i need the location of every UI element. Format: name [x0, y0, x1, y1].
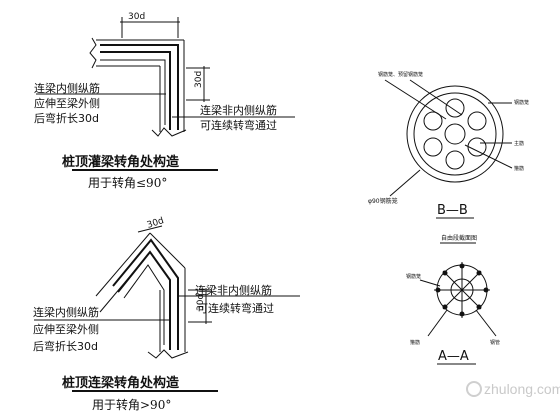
beam-edge	[95, 232, 151, 297]
dim-line	[137, 225, 163, 233]
inner-label-1: 连梁内侧纵筋	[34, 81, 100, 95]
watermark: zhulong.com	[466, 381, 560, 397]
inner-label-2: 应伸至梁外侧	[34, 96, 100, 110]
label-r1: 钢筋笼	[514, 99, 529, 106]
leader-line	[419, 279, 441, 287]
corner-edge	[149, 232, 186, 269]
detail-top-title: 桩顶灌梁转角处构造	[62, 154, 180, 170]
break-mark	[147, 349, 189, 359]
detail-bottom-title: 桩顶连梁转角处构造	[62, 375, 180, 391]
detail-top-subtitle: 用于转角≤90°	[88, 175, 167, 190]
inner-label-3: 后弯折长30d	[34, 111, 99, 125]
section-bb-title: B—B	[437, 203, 468, 218]
break-mark	[151, 127, 187, 137]
pile-outline	[406, 85, 504, 183]
section-aa-title: A—A	[438, 349, 469, 364]
inner-label-3: 后弯折长30d	[33, 339, 98, 353]
stirrup-ring	[413, 92, 497, 176]
watermark-text: zhulong.com	[484, 381, 560, 397]
section-bb: 钢筋笼、预留钢筋笼 钢筋笼 主筋 箍筋 φ90钢筋笼 B—B	[368, 71, 529, 219]
spoke	[442, 270, 482, 310]
leader-line	[409, 79, 463, 116]
detail-bottom: 30d 30d 连梁非内侧纵筋 可连续转弯通过 连梁内侧纵筋 应伸至梁外侧 后弯…	[33, 216, 300, 412]
main-bar	[423, 137, 443, 157]
label-bl: φ90钢筋笼	[368, 197, 398, 205]
label-tl: 钢筋笼、预留钢筋笼	[378, 71, 423, 78]
dim-30d-top: 30d	[146, 216, 165, 231]
main-bar	[423, 111, 443, 131]
label-r3: 箍筋	[514, 165, 524, 172]
label-r2: 主筋	[514, 140, 524, 147]
detail-bottom-subtitle: 用于转角>90°	[92, 397, 171, 412]
outer-label-1: 连梁非内侧纵筋	[200, 103, 277, 117]
inner-label-2: 应伸至梁外侧	[33, 322, 99, 336]
break-mark	[89, 37, 97, 69]
outer-label-2: 可连续转弯通过	[200, 118, 277, 132]
main-bar	[445, 98, 465, 118]
main-bar	[445, 150, 465, 170]
inner-rebar	[123, 264, 165, 345]
section-aa-caption: 自由段截面图	[441, 234, 477, 242]
outer-rebar	[112, 238, 179, 350]
dim-30d-side: 30d	[196, 294, 206, 311]
leader-line	[384, 79, 447, 120]
outer-label-2: 可连续转弯通过	[197, 301, 274, 315]
inner-label-1: 连梁内侧纵筋	[33, 305, 99, 319]
label-br: 钢管	[490, 339, 500, 346]
outer-rebar	[100, 44, 179, 130]
detail-top: 30d 30d 连梁内侧纵筋 应伸至梁外侧 后弯折长30d 连梁非内侧纵筋 可连…	[34, 12, 295, 190]
leader-line	[475, 309, 497, 337]
leader-line	[427, 309, 448, 337]
inner-rebar	[100, 59, 166, 125]
leader-line	[464, 144, 513, 169]
dim-30d-top: 30d	[128, 12, 145, 22]
outer-label-1: 连梁非内侧纵筋	[195, 283, 272, 297]
label-l: 钢筋笼	[406, 273, 421, 280]
main-bar	[467, 137, 487, 157]
leader-line	[389, 169, 421, 197]
main-bar	[467, 111, 487, 131]
watermark-logo-icon	[466, 381, 482, 397]
middle-rebar	[100, 51, 171, 130]
section-aa: 自由段截面图 钢筋笼 箍筋 钢管 A—A	[406, 234, 500, 365]
dim-30d-side: 30d	[194, 71, 204, 88]
middle-rebar	[117, 250, 171, 350]
label-bl: 箍筋	[410, 339, 420, 346]
central-pipe	[444, 123, 466, 145]
